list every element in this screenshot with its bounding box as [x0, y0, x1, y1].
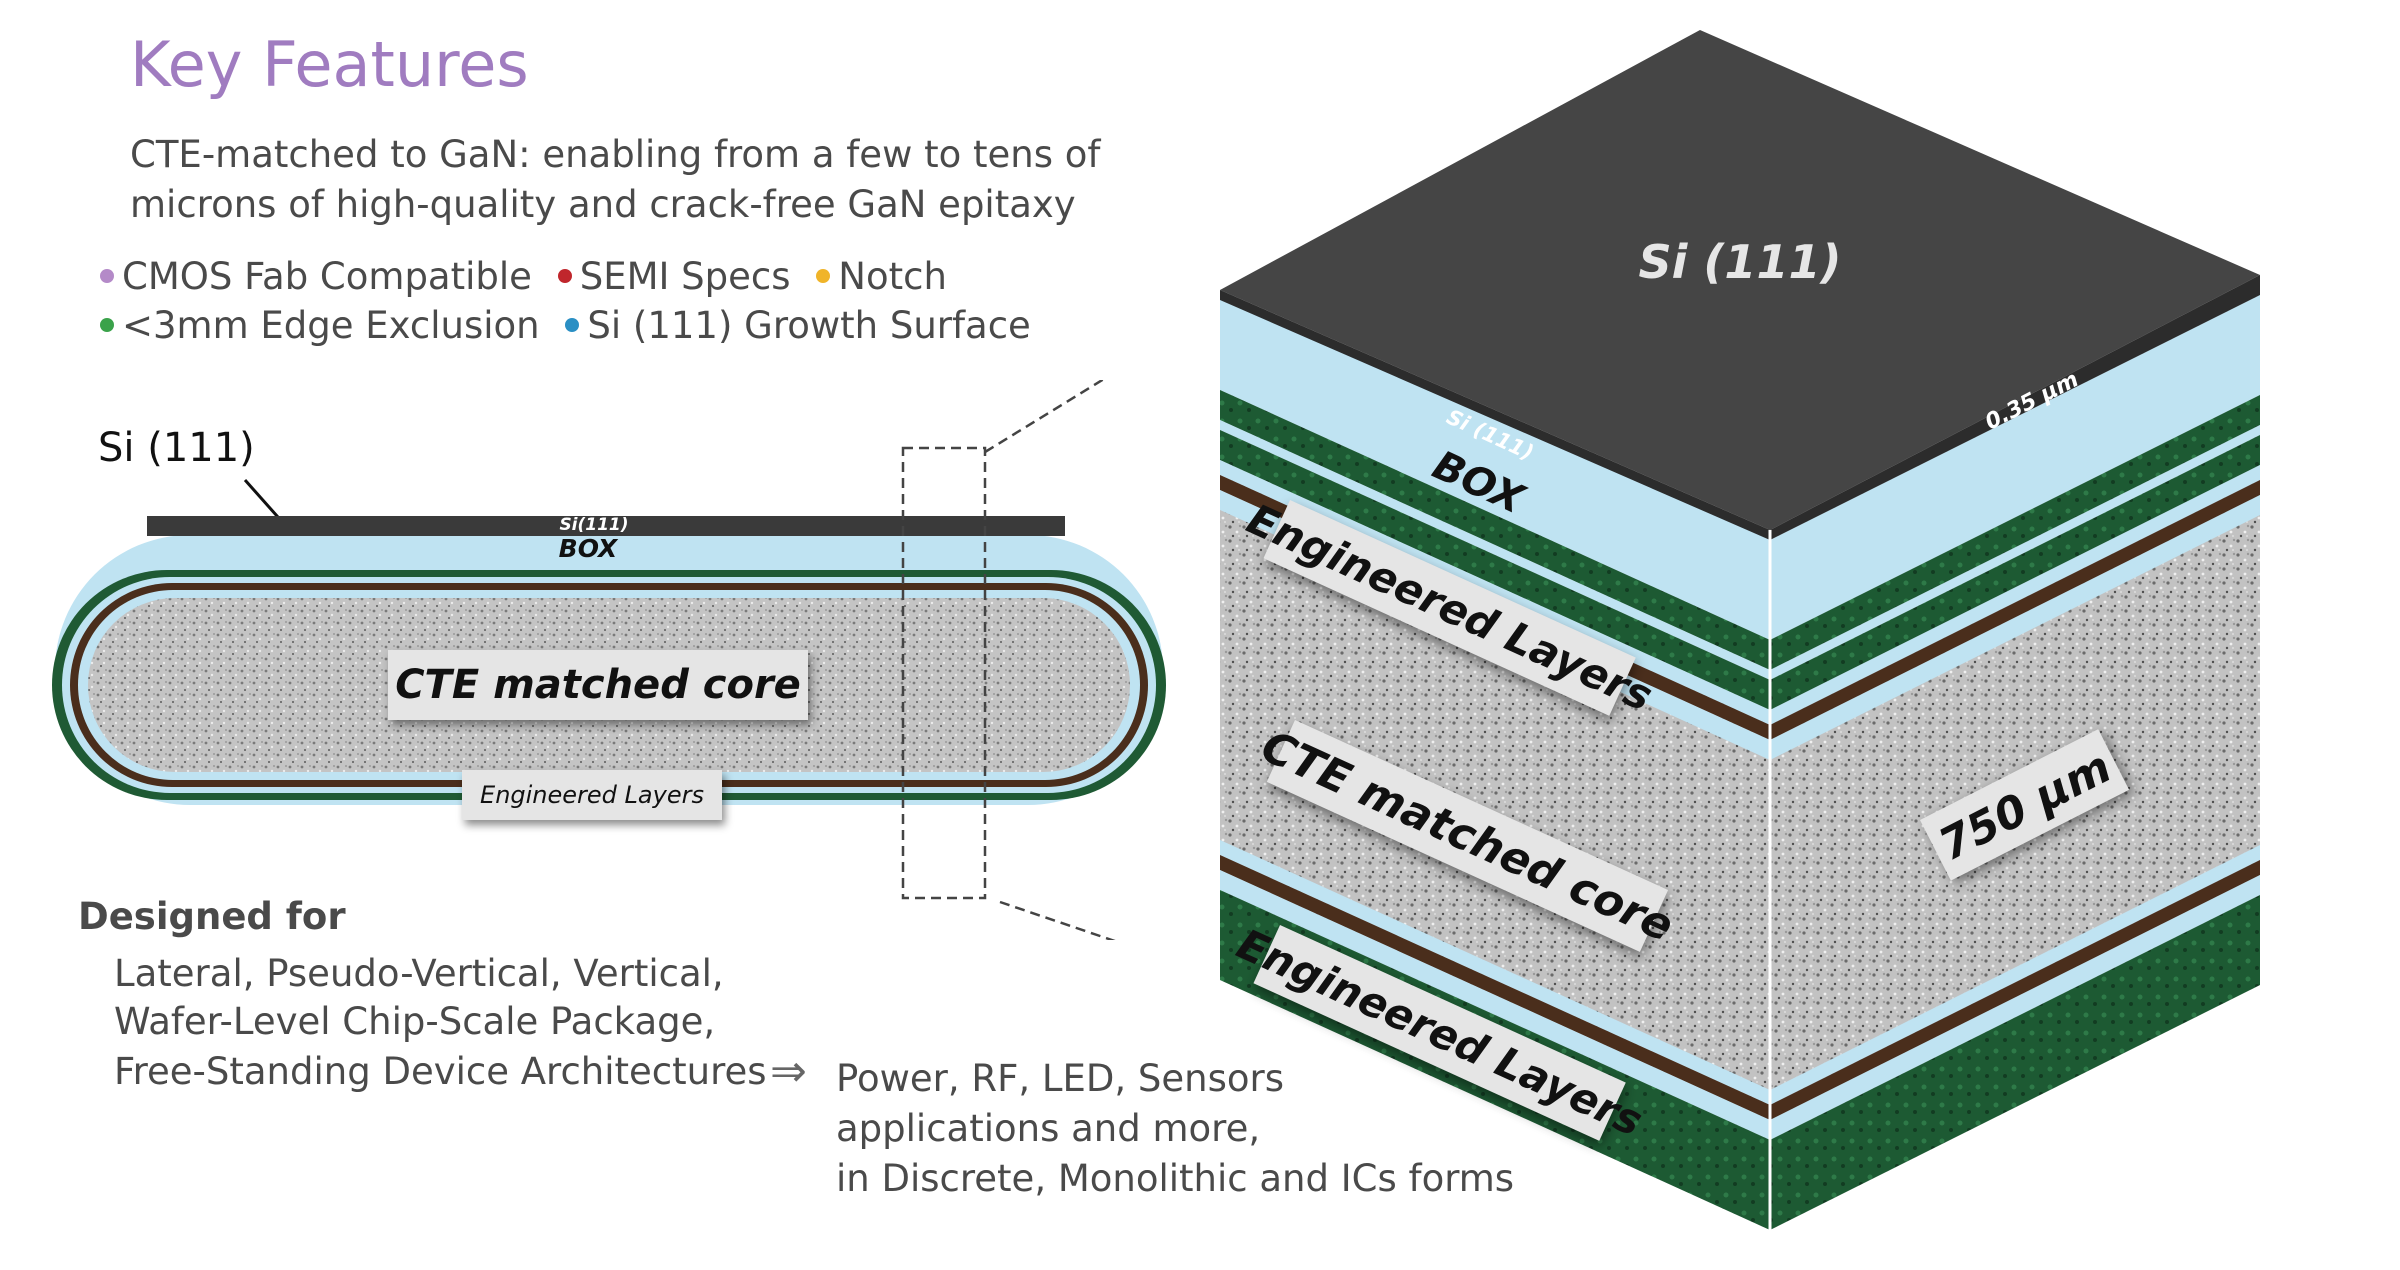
engineered-label-tag: Engineered Layers	[462, 770, 722, 820]
core-label-tag: CTE matched core	[388, 650, 808, 720]
application-line-3: in Discrete, Monolithic and ICs forms	[836, 1157, 1515, 1200]
cube-top-label: Si (111)	[1639, 235, 1842, 289]
zoom-line-top	[984, 380, 1105, 454]
bullet-icon	[100, 317, 114, 332]
feature-growth: Si (111) Growth Surface	[587, 304, 1031, 347]
cube-box-right	[1770, 295, 2260, 640]
designed-line-3: Free-Standing Device Architectures	[114, 1050, 767, 1093]
feature-line-2: <3mm Edge Exclusion Si (111) Growth Surf…	[100, 304, 1031, 347]
bullet-icon	[100, 268, 114, 283]
si-layer	[147, 516, 1065, 536]
zoom-region-box	[901, 446, 987, 900]
arrow-icon: ⇒	[770, 1046, 807, 1097]
intro-text: CTE-matched to GaN: enabling from a few …	[130, 133, 1101, 226]
cube-si-edge-left	[1220, 290, 1770, 540]
feature-notch: Notch	[838, 255, 947, 298]
designed-heading: Designed for	[78, 895, 346, 938]
cube-top-face	[1220, 30, 2260, 530]
feature-cmos: CMOS Fab Compatible	[122, 255, 532, 298]
feature-semi: SEMI Specs	[579, 255, 791, 298]
application-line-1: Power, RF, LED, Sensors	[836, 1057, 1285, 1100]
page-title: Key Features	[130, 28, 529, 101]
box-layer-label: BOX	[559, 534, 619, 563]
designed-line-2: Wafer-Level Chip-Scale Package,	[114, 1000, 716, 1043]
designed-line-1: Lateral, Pseudo-Vertical, Vertical,	[114, 952, 724, 995]
si-callout-label: Si (111)	[98, 425, 255, 471]
zoom-line-bottom	[999, 900, 1116, 940]
feature-edge: <3mm Edge Exclusion	[122, 304, 540, 347]
bullet-icon	[565, 317, 580, 332]
application-line-2: applications and more,	[836, 1107, 1261, 1150]
substrate-cube: Si (111) Si (111) 0.35 µm BOX Engineered…	[1220, 30, 2260, 1230]
cube-si-edge-right	[1770, 275, 2260, 540]
feature-line-1: CMOS Fab Compatible SEMI Specs Notch	[100, 255, 947, 298]
bullet-icon	[557, 268, 572, 283]
cube-box-left	[1220, 290, 1770, 640]
si-layer-label: Si(111)	[559, 515, 628, 535]
bullet-icon	[816, 268, 831, 283]
